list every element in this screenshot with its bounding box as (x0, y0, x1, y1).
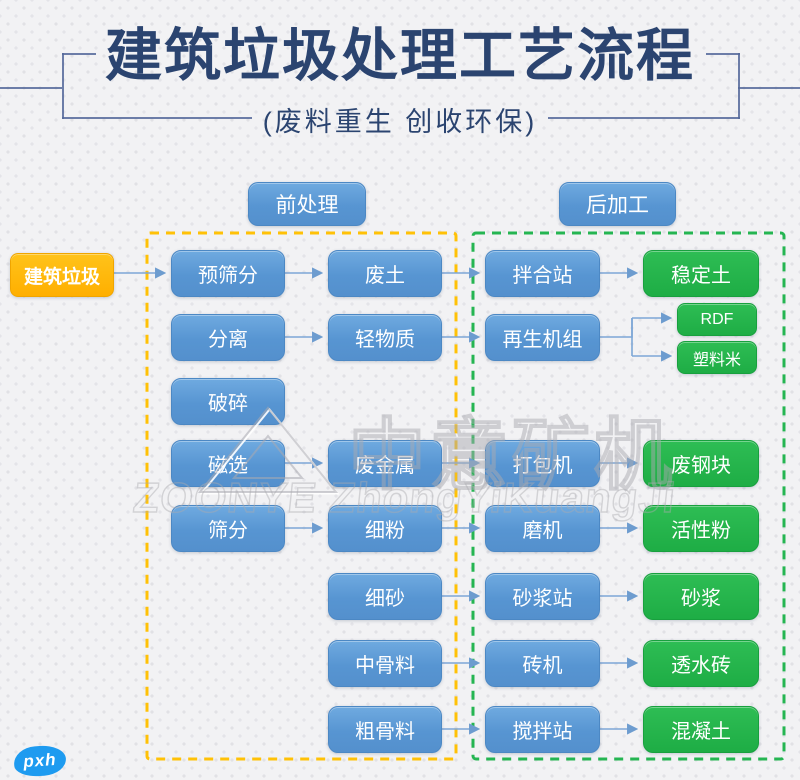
title-bracket-line (62, 53, 96, 55)
title-bracket-line (738, 53, 740, 119)
pre-group-outline (145, 231, 458, 761)
node-product-2: 塑料米 (677, 341, 757, 374)
node-stage2-4: 细砂 (328, 573, 442, 620)
node-stage3-1: 再生机组 (485, 314, 600, 361)
node-product-7: 混凝土 (643, 706, 759, 753)
node-stage3-0: 拌合站 (485, 250, 600, 297)
title-bracket-line (706, 53, 740, 55)
section-label-pre: 前处理 (248, 182, 366, 226)
page-title: 建筑垃圾处理工艺流程 (105, 24, 695, 88)
title-bracket-line (0, 87, 62, 89)
node-product-0: 稳定土 (643, 250, 759, 297)
page-subtitle: (废料重生 创收环保) (262, 107, 538, 137)
node-stage2-6: 粗骨料 (328, 706, 442, 753)
node-stage3-5: 砖机 (485, 640, 600, 687)
node-stage1-1: 分离 (171, 314, 285, 361)
title-bracket-line (738, 87, 800, 89)
node-stage1-3: 磁选 (171, 440, 285, 487)
node-stage2-2: 废金属 (328, 440, 442, 487)
node-product-3: 废钢块 (643, 440, 759, 487)
node-product-6: 透水砖 (643, 640, 759, 687)
node-stage1-2: 破碎 (171, 378, 285, 425)
node-stage3-4: 砂浆站 (485, 573, 600, 620)
node-stage2-1: 轻物质 (328, 314, 442, 361)
node-stage2-3: 细粉 (328, 505, 442, 552)
node-stage2-0: 废土 (328, 250, 442, 297)
node-product-4: 活性粉 (643, 505, 759, 552)
node-stage3-2: 打包机 (485, 440, 600, 487)
section-label-post: 后加工 (559, 182, 676, 226)
node-stage3-6: 搅拌站 (485, 706, 600, 753)
node-product-1: RDF (677, 303, 757, 336)
title-bracket-line (548, 117, 740, 119)
post-group-outline (471, 231, 786, 761)
node-stage3-3: 磨机 (485, 505, 600, 552)
node-stage1-4: 筛分 (171, 505, 285, 552)
node-product-5: 砂浆 (643, 573, 759, 620)
node-stage1-0: 预筛分 (171, 250, 285, 297)
node-source: 建筑垃圾 (10, 253, 114, 297)
pxh-badge-label: pxh (22, 749, 58, 772)
title-bracket-line (62, 53, 64, 119)
node-stage2-5: 中骨料 (328, 640, 442, 687)
title-bracket-line (62, 117, 252, 119)
